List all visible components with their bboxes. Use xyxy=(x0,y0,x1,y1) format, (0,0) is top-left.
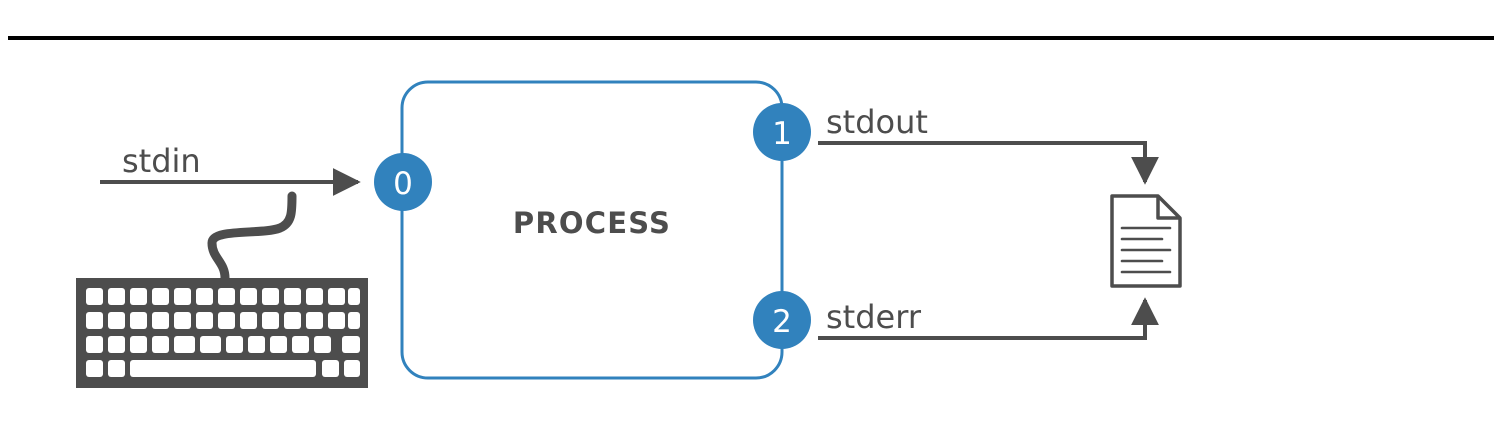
fd-0-circle xyxy=(374,153,432,211)
fd-2-node: 2 xyxy=(753,291,811,349)
document-fold-corner xyxy=(1156,196,1180,220)
document-file-icon xyxy=(1110,194,1182,288)
stdout-label: stdout xyxy=(826,103,928,141)
fd-0-node: 0 xyxy=(374,153,432,211)
keyboard-cable xyxy=(207,191,297,283)
stderr-arrow-line xyxy=(818,297,1159,340)
stderr-label: stderr xyxy=(826,298,922,336)
process-box xyxy=(400,80,784,380)
document-text-lines xyxy=(1120,226,1172,274)
process-label: PROCESS xyxy=(513,206,671,240)
keyboard-icon xyxy=(76,278,368,388)
fd-2-circle xyxy=(753,291,811,349)
stdout-arrow-line xyxy=(818,141,1159,185)
fd-0-number: 0 xyxy=(393,166,413,202)
fd-1-circle xyxy=(753,103,811,161)
stdin-label: stdin xyxy=(122,142,201,180)
fd-1-node: 1 xyxy=(753,103,811,161)
fd-2-number: 2 xyxy=(772,304,792,340)
fd-1-number: 1 xyxy=(772,116,792,152)
